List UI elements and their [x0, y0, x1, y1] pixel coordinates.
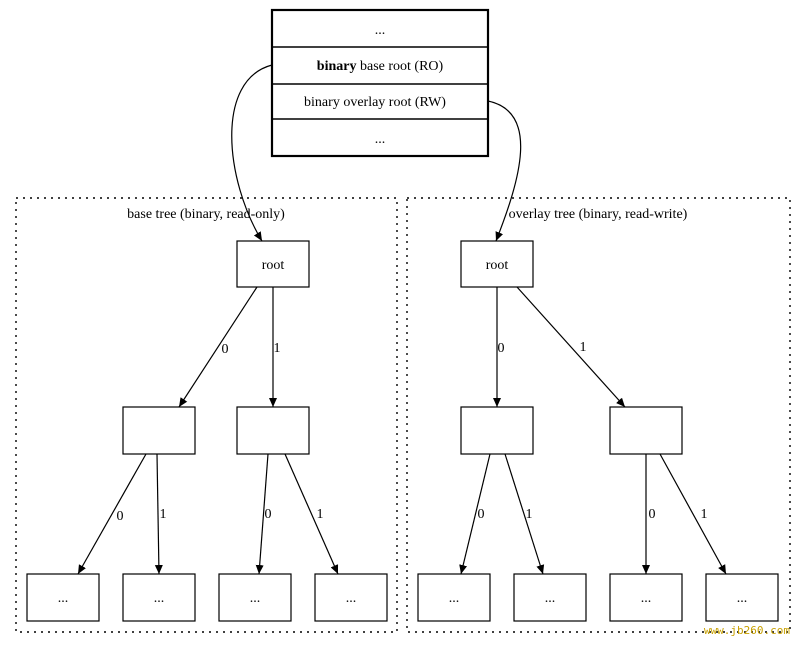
base-leaf-11: [314, 573, 388, 622]
base-leaf-01: [122, 573, 196, 622]
overlay-tree-cluster: [406, 197, 791, 633]
base-leaf-01-label: ...: [154, 591, 165, 606]
overlay-edge-0-0-label: 0: [478, 507, 485, 522]
base-leaf-10-label: ...: [250, 591, 261, 606]
base-leaf-00: [26, 573, 100, 622]
base-leaf-00-label: ...: [58, 591, 69, 606]
overlay-edge-1-0-label: 0: [649, 507, 656, 522]
base-tree-label: base tree (binary, read-only): [127, 207, 285, 222]
base-internal-node-0: [122, 406, 196, 455]
base-tree-cluster: [15, 197, 398, 633]
overlay-internal-node-0: [460, 406, 534, 455]
record-row-top: ...: [375, 23, 386, 38]
base-edge-0-1-label: 1: [160, 507, 167, 522]
overlay-edge-0-1-label: 1: [526, 507, 533, 522]
base-edge-root-0: [178, 286, 258, 408]
overlay-edge-0-0: [459, 453, 491, 575]
record-row-base-root: binary base root (RO): [317, 59, 444, 74]
overlay-root-node: [460, 240, 534, 288]
overlay-leaf-01-label: ...: [545, 591, 556, 606]
record-bold-binary: binary: [317, 59, 357, 74]
record-row-overlay-root: binary overlay root (RW): [304, 95, 446, 110]
overlay-leaf-10-label: ...: [641, 591, 652, 606]
record-base-root-text: base root (RO): [360, 59, 444, 74]
base-edge-0-0-label: 0: [117, 509, 124, 524]
overlay-root-node-label: root: [486, 258, 509, 273]
record-row-bottom: ...: [375, 132, 386, 147]
overlay-internal-node-1: [609, 406, 683, 455]
overlay-root-pointer-edge: [487, 100, 522, 242]
base-edge-1-1: [284, 453, 339, 575]
overlay-leaf-01: [513, 573, 587, 622]
base-root-pointer-edge: [231, 64, 273, 242]
root-pointer-record: ... binary base root (RO) binary overlay…: [270, 8, 490, 158]
base-leaf-10: [218, 573, 292, 622]
overlay-tree-label: overlay tree (binary, read-write): [509, 207, 688, 222]
base-edge-0-0: [77, 453, 147, 575]
base-edge-1-0: [255, 453, 269, 575]
base-leaf-11-label: ...: [346, 591, 357, 606]
base-edge-1-0-label: 0: [265, 507, 272, 522]
overlay-leaf-00: [417, 573, 491, 622]
overlay-leaf-10: [609, 573, 683, 622]
base-edge-0-1: [154, 453, 163, 575]
overlay-edge-root-1-label: 1: [580, 340, 587, 355]
overlay-leaf-11-label: ...: [737, 591, 748, 606]
base-edge-root-1-label: 1: [274, 341, 281, 356]
overlay-edge-root-0-label: 0: [498, 341, 505, 356]
overlay-edge-root-1: [516, 286, 626, 408]
overlay-edge-1-1-label: 1: [701, 507, 708, 522]
overlay-leaf-00-label: ...: [449, 591, 460, 606]
overlay-edge-1-1: [659, 453, 727, 575]
overlay-leaf-11: [705, 573, 779, 622]
overlay-edge-0-1: [504, 453, 545, 575]
base-internal-node-1: [236, 406, 310, 455]
base-edge-1-1-label: 1: [317, 507, 324, 522]
base-edge-root-0-label: 0: [222, 342, 229, 357]
base-root-node-label: root: [262, 258, 285, 273]
watermark-text: www.jb260.com: [704, 624, 790, 637]
